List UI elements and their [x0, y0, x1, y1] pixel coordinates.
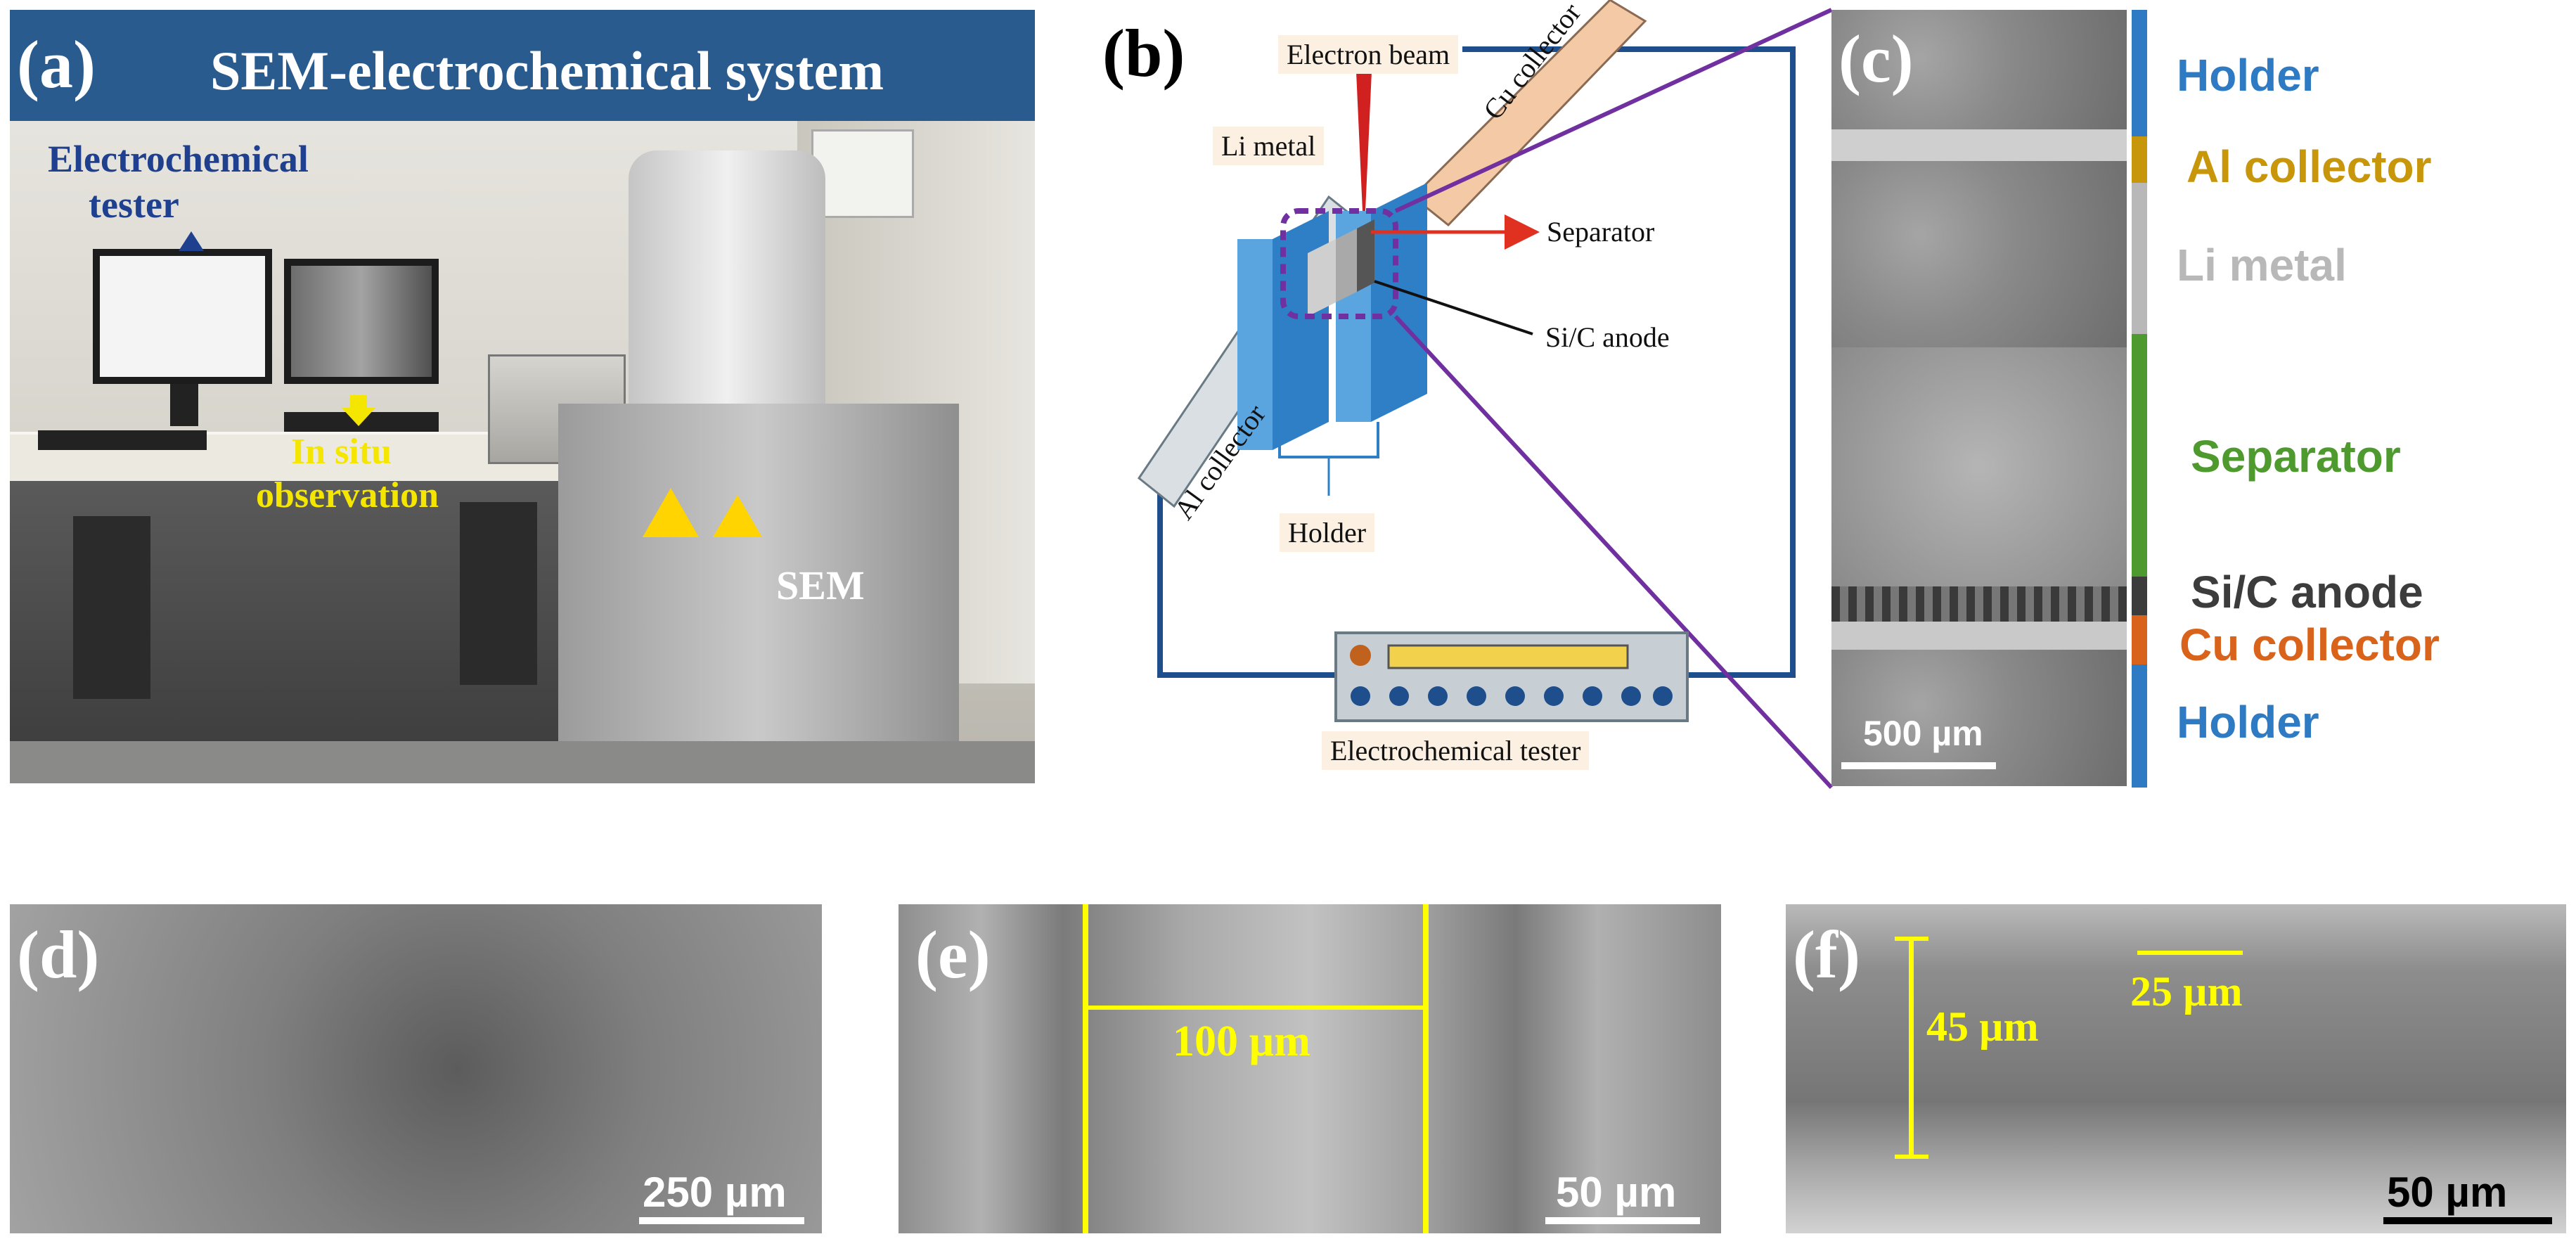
scale-bar: [639, 1217, 804, 1224]
layer-indicator-holder: [2132, 664, 2147, 788]
tester-display: [1387, 644, 1629, 669]
panel-title: SEM-electrochemical system: [210, 40, 884, 101]
layer-holder-top: [1831, 10, 2127, 129]
scale-bar: [1841, 762, 1996, 769]
li-metal-layer: [1308, 239, 1336, 316]
panel-label-f: (f): [1793, 917, 1860, 992]
anode-pointer: [1374, 280, 1533, 335]
label-li-metal: Li metal: [1213, 127, 1325, 165]
arrow-down-shaft: [350, 395, 367, 408]
label-sem: SEM: [776, 563, 865, 608]
sem-image-f: (f) 45 µm 25 µm 50 µm: [1786, 904, 2566, 1233]
measure-arrow: [1088, 1006, 1423, 1010]
legend-al-collector: Al collector: [2187, 141, 2432, 192]
holder-block-left-face: [1237, 239, 1273, 450]
scale-bar-label: 500 µm: [1863, 714, 1983, 753]
wire-top: [1462, 46, 1796, 678]
layer-anode: [1831, 586, 2127, 622]
measure-line-height: [1909, 937, 1914, 1158]
panel-label-e: (e): [915, 917, 991, 992]
measurement-width-label: 25 µm: [2130, 968, 2243, 1015]
panel-label-a: (a): [17, 27, 96, 102]
measure-line-right: [1423, 904, 1429, 1233]
panel-label-c: (c): [1838, 21, 1914, 96]
cu-collector-strip: [1411, 0, 1647, 227]
measure-line-width: [2137, 951, 2243, 955]
label-in-situ-observation: In situ observation: [256, 432, 439, 516]
measurement-label: 100 µm: [1173, 1017, 1310, 1065]
scale-bar-label: 250 µm: [643, 1169, 787, 1216]
scale-bar: [1545, 1217, 1700, 1224]
legend-separator: Separator: [2191, 431, 2401, 482]
legend-si-c-anode: Si/C anode: [2191, 567, 2423, 617]
tester-indicator-icon: [1350, 645, 1371, 666]
label-electrochemical-tester: Electrochemical tester: [48, 138, 309, 226]
scale-bar: [2383, 1217, 2552, 1224]
layer-indicator-cu: [2132, 615, 2147, 664]
panel-label-b: (b): [1102, 15, 1185, 91]
layer-indicator-holder: [2132, 10, 2147, 136]
layer-indicator-al: [2132, 136, 2147, 183]
label-holder: Holder: [1280, 513, 1375, 552]
layer-indicator-separator: [2132, 334, 2147, 577]
sem-image-d: (d) 250 µm: [10, 904, 822, 1233]
layer-indicator-anode: [2132, 577, 2147, 615]
photo-sem-system: (a) SEM-electrochemical system Electroch…: [10, 10, 1035, 783]
sem-image-e: (e) 100 µm 50 µm: [899, 904, 1721, 1233]
separator-layer: [1336, 229, 1357, 302]
zoom-region-outline: [1280, 208, 1398, 319]
legend-li-metal: Li metal: [2177, 240, 2347, 290]
monitor-stand: [170, 384, 198, 426]
sem-column: [629, 150, 825, 404]
legend-holder-bottom: Holder: [2177, 697, 2319, 747]
measure-line-left: [1083, 904, 1088, 1233]
pc-tower: [73, 516, 150, 699]
legend-holder-top: Holder: [2177, 50, 2319, 101]
monitor-sem: [284, 259, 439, 384]
zoom-line-bottom: [1393, 314, 1834, 790]
sem-cabinet: [558, 404, 959, 741]
keyboard: [38, 430, 207, 450]
measure-cap: [1895, 937, 1928, 941]
label-electron-beam: Electron beam: [1278, 35, 1459, 74]
scale-bar-label: 50 µm: [1556, 1169, 1677, 1216]
tester-buttons: [1351, 686, 1673, 706]
label-si-c-anode: Si/C anode: [1545, 321, 1670, 353]
arrow-up-icon: [179, 231, 204, 251]
label-separator: Separator: [1547, 216, 1655, 248]
electron-beam-shape: [1355, 49, 1372, 211]
cell-schematic: [1137, 0, 1834, 790]
anode-layer: [1357, 219, 1374, 292]
measurement-height-label: 45 µm: [1926, 1003, 2039, 1050]
measure-cap: [1895, 1155, 1928, 1159]
monitor-tester: [93, 249, 272, 384]
arrow-down-icon: [342, 408, 375, 426]
layer-separator: [1831, 347, 2127, 586]
layer-indicator-li: [2132, 183, 2147, 334]
pc-tower: [460, 502, 537, 685]
legend-cu-collector: Cu collector: [2179, 619, 2440, 670]
panel-label-d: (d): [17, 917, 100, 992]
label-electrochemical-tester-b: Electrochemical tester: [1322, 731, 1590, 770]
holder-block-right: [1371, 183, 1427, 422]
layer-cu-collector: [1831, 622, 2127, 650]
air-conditioner: [811, 129, 914, 218]
layer-al-collector: [1831, 129, 2127, 161]
title-banner: [10, 10, 1035, 121]
layer-li-metal: [1831, 161, 2127, 347]
wire-left: [1157, 485, 1336, 678]
scale-bar-label: 50 µm: [2387, 1169, 2508, 1216]
floor: [10, 741, 1035, 783]
zoom-line-top: [1394, 8, 1833, 213]
sem-cross-section: (c) 500 µm: [1831, 10, 2127, 786]
